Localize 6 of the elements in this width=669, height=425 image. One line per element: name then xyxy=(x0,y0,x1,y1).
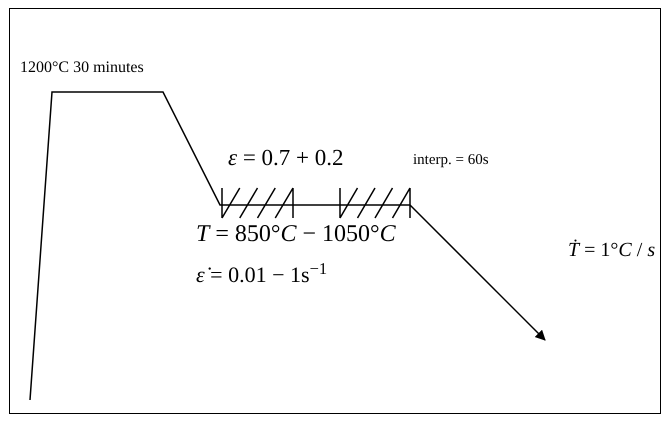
cooling-rate-formula: Ṫ = 1°C / s xyxy=(568,240,656,260)
hold-note: 1200°C 30 minutes xyxy=(20,60,144,76)
strain-formula: ε = 0.7 + 0.2 xyxy=(228,146,344,169)
temperature-range-formula: T = 850°C − 1050°C xyxy=(196,222,396,246)
interpass-note: interp. = 60s xyxy=(413,153,489,168)
strain-rate-formula: ε̇ = 0.01 − 1s$^{−1}$ xyxy=(196,264,328,286)
